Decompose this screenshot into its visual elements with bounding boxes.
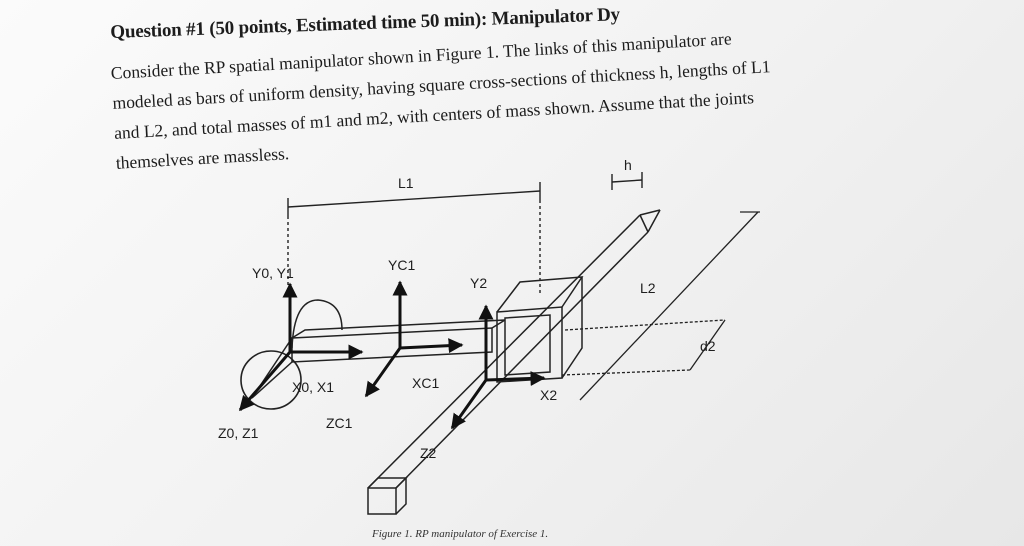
l1-dimension	[287, 182, 541, 300]
zc1-label: ZC1	[326, 415, 353, 431]
l1-label: L1	[398, 175, 414, 191]
frame-0-1-axes	[238, 282, 364, 412]
xc1-label: XC1	[412, 375, 439, 391]
y0-y1-label: Y0, Y1	[252, 265, 294, 281]
l2-dimension	[561, 211, 760, 401]
h-dimension	[611, 172, 643, 190]
yc1-label: YC1	[388, 257, 415, 273]
d2-label: d2	[700, 338, 716, 354]
l2-label: L2	[640, 280, 656, 296]
rotation-arc	[291, 299, 343, 349]
frame-c1-axes	[364, 280, 464, 398]
link2-bar	[367, 209, 661, 515]
z0-z1-label: Z0, Z1	[218, 425, 259, 441]
h-label: h	[624, 157, 632, 173]
y2-label: Y2	[470, 275, 487, 291]
x0-x1-label: X0, X1	[292, 379, 334, 395]
revolute-joint-disc	[240, 350, 302, 410]
prismatic-joint-block	[496, 276, 584, 383]
x2-label: X2	[540, 387, 557, 403]
link1-bar	[251, 319, 506, 399]
figure-caption: Figure 1. RP manipulator of Exercise 1.	[372, 528, 549, 540]
frame-2-axes	[450, 304, 546, 430]
z2-label: Z2	[420, 445, 437, 461]
